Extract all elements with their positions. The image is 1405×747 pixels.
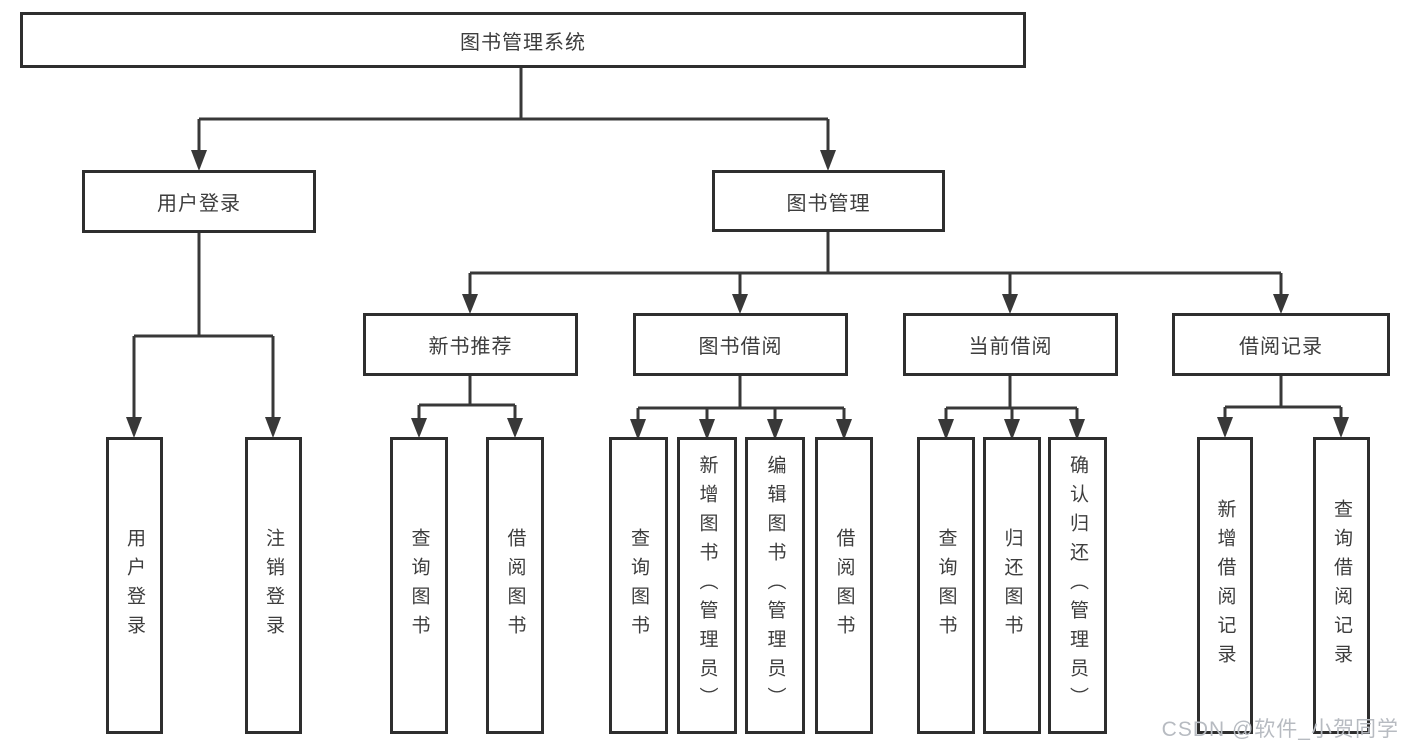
node-book-management: 图书管理 <box>712 170 945 232</box>
node-book-borrow: 图书借阅 <box>633 313 848 376</box>
node-label: 查询图书 <box>935 527 957 644</box>
leaf-borrow-book-recommend: 借阅图书 <box>486 437 544 734</box>
leaf-add-borrow-record: 新增借阅记录 <box>1197 437 1253 734</box>
node-label: 图书借阅 <box>698 336 783 358</box>
node-label: 确认归还（管理员） <box>1067 455 1088 716</box>
node-new-book-recommend: 新书推荐 <box>363 313 578 376</box>
node-label: 借阅记录 <box>1239 336 1323 358</box>
node-label: 归还图书 <box>1001 527 1023 644</box>
node-label: 新增借阅记录 <box>1214 498 1236 673</box>
node-label: 编辑图书（管理员） <box>764 455 786 716</box>
leaf-query-book-current: 查询图书 <box>917 437 975 734</box>
leaf-edit-book-admin: 编辑图书（管理员） <box>745 437 805 734</box>
node-current-borrow: 当前借阅 <box>903 313 1118 376</box>
node-label: 新增图书（管理员） <box>696 455 718 716</box>
node-label: 当前借阅 <box>968 336 1053 358</box>
leaf-borrow-book: 借阅图书 <box>815 437 873 734</box>
leaf-add-book-admin: 新增图书（管理员） <box>677 437 737 734</box>
leaf-logout: 注销登录 <box>245 437 302 734</box>
leaf-query-book-borrow: 查询图书 <box>609 437 668 734</box>
node-label: 借阅图书 <box>504 527 526 644</box>
node-label: 注销登录 <box>263 527 284 644</box>
node-label: 图书管理系统 <box>460 31 586 54</box>
node-label: 查询图书 <box>628 527 649 644</box>
node-label: 查询借阅记录 <box>1331 498 1352 673</box>
leaf-confirm-return-admin: 确认归还（管理员） <box>1048 437 1107 734</box>
node-label: 新书推荐 <box>428 336 513 358</box>
leaf-query-book-recommend: 查询图书 <box>390 437 448 734</box>
node-label: 借阅图书 <box>833 527 855 644</box>
node-library-management-system: 图书管理系统 <box>20 12 1026 68</box>
csdn-watermark: CSDN @软件_小贺同学 <box>1161 718 1399 741</box>
node-label: 用户登录 <box>157 193 241 215</box>
node-label: 查询图书 <box>408 527 430 644</box>
node-borrow-records: 借阅记录 <box>1172 313 1390 376</box>
node-label: 用户登录 <box>124 527 145 644</box>
leaf-return-book: 归还图书 <box>983 437 1041 734</box>
leaf-user-login: 用户登录 <box>106 437 163 734</box>
node-label: 图书管理 <box>786 192 871 215</box>
node-user-login: 用户登录 <box>82 170 316 233</box>
leaf-query-borrow-record: 查询借阅记录 <box>1313 437 1370 734</box>
